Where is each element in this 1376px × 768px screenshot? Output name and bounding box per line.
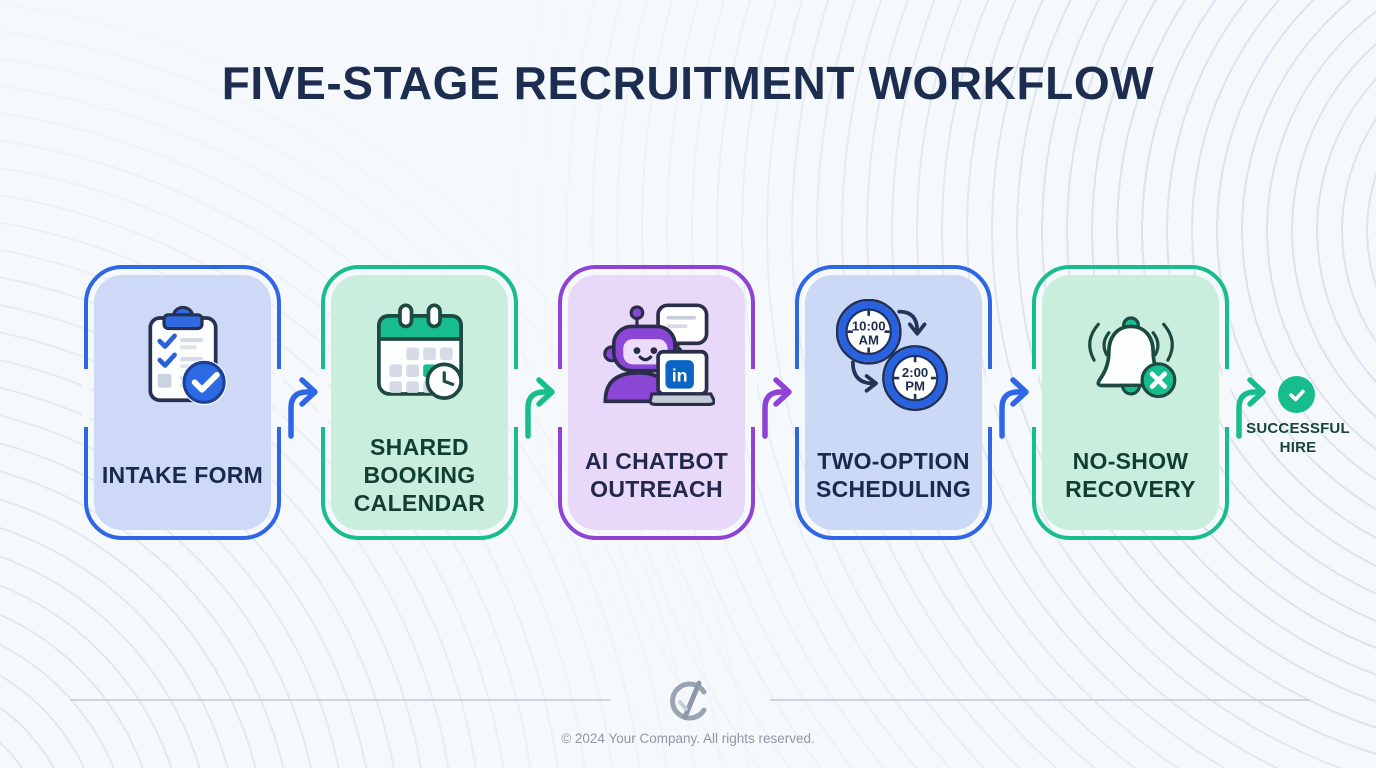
- workflow-stages: INTAKE FORM: [82, 265, 1266, 540]
- stage-label: NO-SHOW RECOVERY: [1065, 447, 1196, 502]
- clock-a-period: AM: [858, 332, 879, 347]
- robot-linkedin-chat-icon: in: [602, 303, 715, 407]
- clock-a-time: 10:00: [851, 319, 885, 334]
- clock-b-time: 2:00: [901, 365, 927, 380]
- outcome-label: SUCCESSFUL HIRE: [1246, 420, 1350, 456]
- page-title: FIVE-STAGE RECRUITMENT WORKFLOW: [221, 57, 1155, 109]
- flow-arrow: [525, 377, 555, 439]
- linkedin-badge-label: in: [671, 365, 687, 385]
- flow-arrow: [288, 377, 318, 439]
- check-circle-icon: [1278, 376, 1315, 413]
- stage-label: AI CHATBOT OUTREACH: [584, 447, 729, 502]
- flow-arrow: [999, 377, 1029, 439]
- footer-divider: [70, 676, 1310, 724]
- stage-label: SHARED BOOKING CALENDAR: [353, 433, 486, 517]
- stage-card-two-option-scheduling: 10:00 AM 2:00 PM TWO-OPTION SCHEDULING: [793, 265, 1029, 540]
- stage-card-no-show-recovery: NO-SHOW RECOVERY: [1030, 265, 1266, 540]
- copyright-text: © 2024 Your Company. All rights reserved…: [561, 731, 815, 746]
- flow-arrow: [762, 377, 792, 439]
- flow-arrow: [1236, 377, 1266, 439]
- clock-b-period: PM: [905, 379, 925, 394]
- two-clocks-swap-icon: 10:00 AM 2:00 PM: [835, 299, 948, 412]
- company-monogram-logo: [670, 680, 707, 721]
- calendar-clock-icon: [376, 303, 463, 400]
- bell-missed-alert-icon: [1087, 316, 1176, 399]
- stage-label: INTAKE FORM: [101, 461, 264, 488]
- stage-card-intake-form: INTAKE FORM: [82, 265, 318, 540]
- stage-card-ai-chatbot-outreach: in AI CHATBOT OUTREACH: [556, 265, 792, 540]
- clipboard-checklist-icon: [147, 305, 227, 405]
- stage-card-shared-booking-calendar: SHARED BOOKING CALENDAR: [319, 265, 555, 540]
- stage-label: TWO-OPTION SCHEDULING: [815, 447, 972, 502]
